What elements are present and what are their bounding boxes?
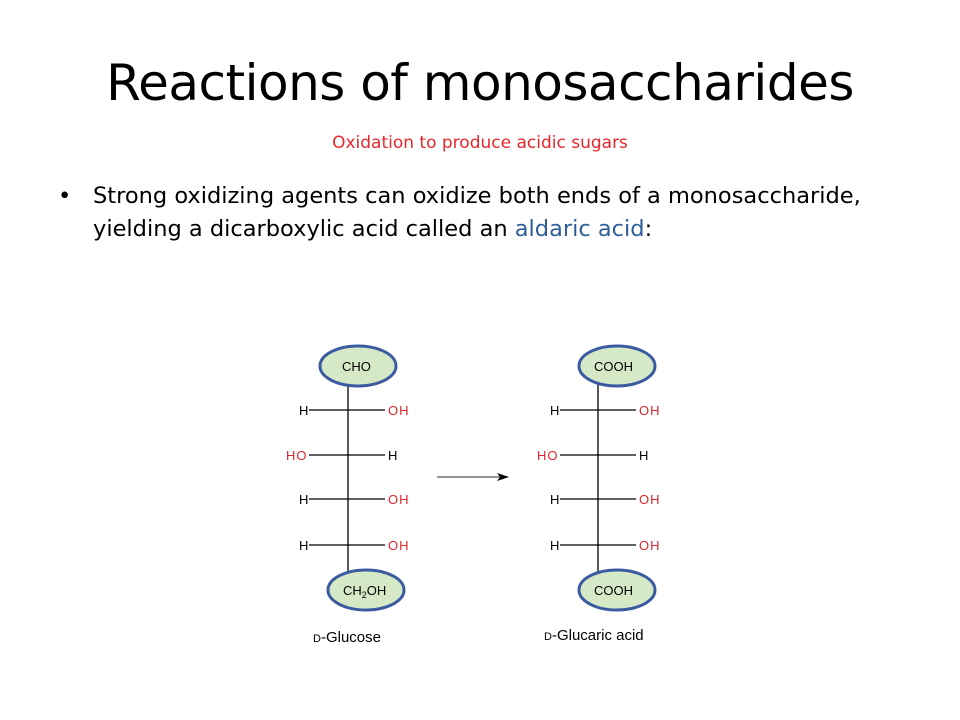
slide-subtitle: Oxidation to produce acidic sugars bbox=[332, 133, 628, 153]
glucaric-row3-right: OH bbox=[639, 492, 661, 507]
bullet-item: • Strong oxidizing agents can oxidize bot… bbox=[56, 180, 896, 246]
bullet-text: Strong oxidizing agents can oxidize both… bbox=[93, 183, 861, 242]
glucose-bottom-ellipse bbox=[326, 568, 406, 612]
glucaric-row: HO H bbox=[537, 448, 648, 463]
glucaric-row3-left: H bbox=[550, 492, 559, 507]
glucaric-row: H OH bbox=[550, 538, 661, 553]
glucaric-acid-name: D-Glucaric acid bbox=[544, 627, 644, 644]
glucaric-row1-left: H bbox=[550, 403, 559, 418]
glucose-top-group: CHO bbox=[342, 359, 371, 374]
glucose-structure: CHO H OH HO H H OH H OH CH2OH D-Glucose bbox=[286, 344, 410, 646]
glucose-row: H OH bbox=[299, 492, 410, 507]
glucaric-row: H OH bbox=[550, 492, 661, 507]
glucaric-row: H OH bbox=[550, 403, 661, 418]
bullet-marker: • bbox=[58, 183, 72, 209]
bullet-colon: : bbox=[644, 216, 653, 242]
glucose-row4-left: H bbox=[299, 538, 308, 553]
glucose-row: H OH bbox=[299, 538, 410, 553]
glucaric-bottom-ellipse bbox=[577, 568, 657, 612]
glucose-top-ellipse bbox=[318, 344, 398, 388]
glucaric-row4-left: H bbox=[550, 538, 559, 553]
glucaric-top-ellipse bbox=[577, 344, 657, 388]
glucose-row3-right: OH bbox=[388, 492, 410, 507]
glucaric-bottom-group: COOH bbox=[594, 583, 633, 598]
glucose-row2-left: HO bbox=[286, 448, 308, 463]
bullet-list: • Strong oxidizing agents can oxidize bot… bbox=[56, 180, 896, 246]
slide-title: Reactions of monosaccharides bbox=[106, 54, 854, 112]
glucaric-top-group: COOH bbox=[594, 359, 633, 374]
glucaric-row1-right: OH bbox=[639, 403, 661, 418]
glucaric-row2-right: H bbox=[639, 448, 648, 463]
aldaric-acid-term: aldaric acid bbox=[514, 216, 645, 242]
glucose-row4-right: OH bbox=[388, 538, 410, 553]
glucose-row: H OH bbox=[299, 403, 410, 418]
reaction-arrow bbox=[437, 473, 509, 481]
glucose-row: HO H bbox=[286, 448, 397, 463]
glucaric-row2-left: HO bbox=[537, 448, 559, 463]
glucose-row1-right: OH bbox=[388, 403, 410, 418]
glucose-bottom-group: CH2OH bbox=[343, 583, 386, 600]
glucaric-acid-structure: COOH H OH HO H H OH H OH COOH D-Glucaric… bbox=[537, 344, 661, 644]
glucose-name: D-Glucose bbox=[313, 629, 381, 646]
glucose-row1-left: H bbox=[299, 403, 308, 418]
glucose-row3-left: H bbox=[299, 492, 308, 507]
glucaric-row4-right: OH bbox=[639, 538, 661, 553]
glucose-row2-right: H bbox=[388, 448, 397, 463]
